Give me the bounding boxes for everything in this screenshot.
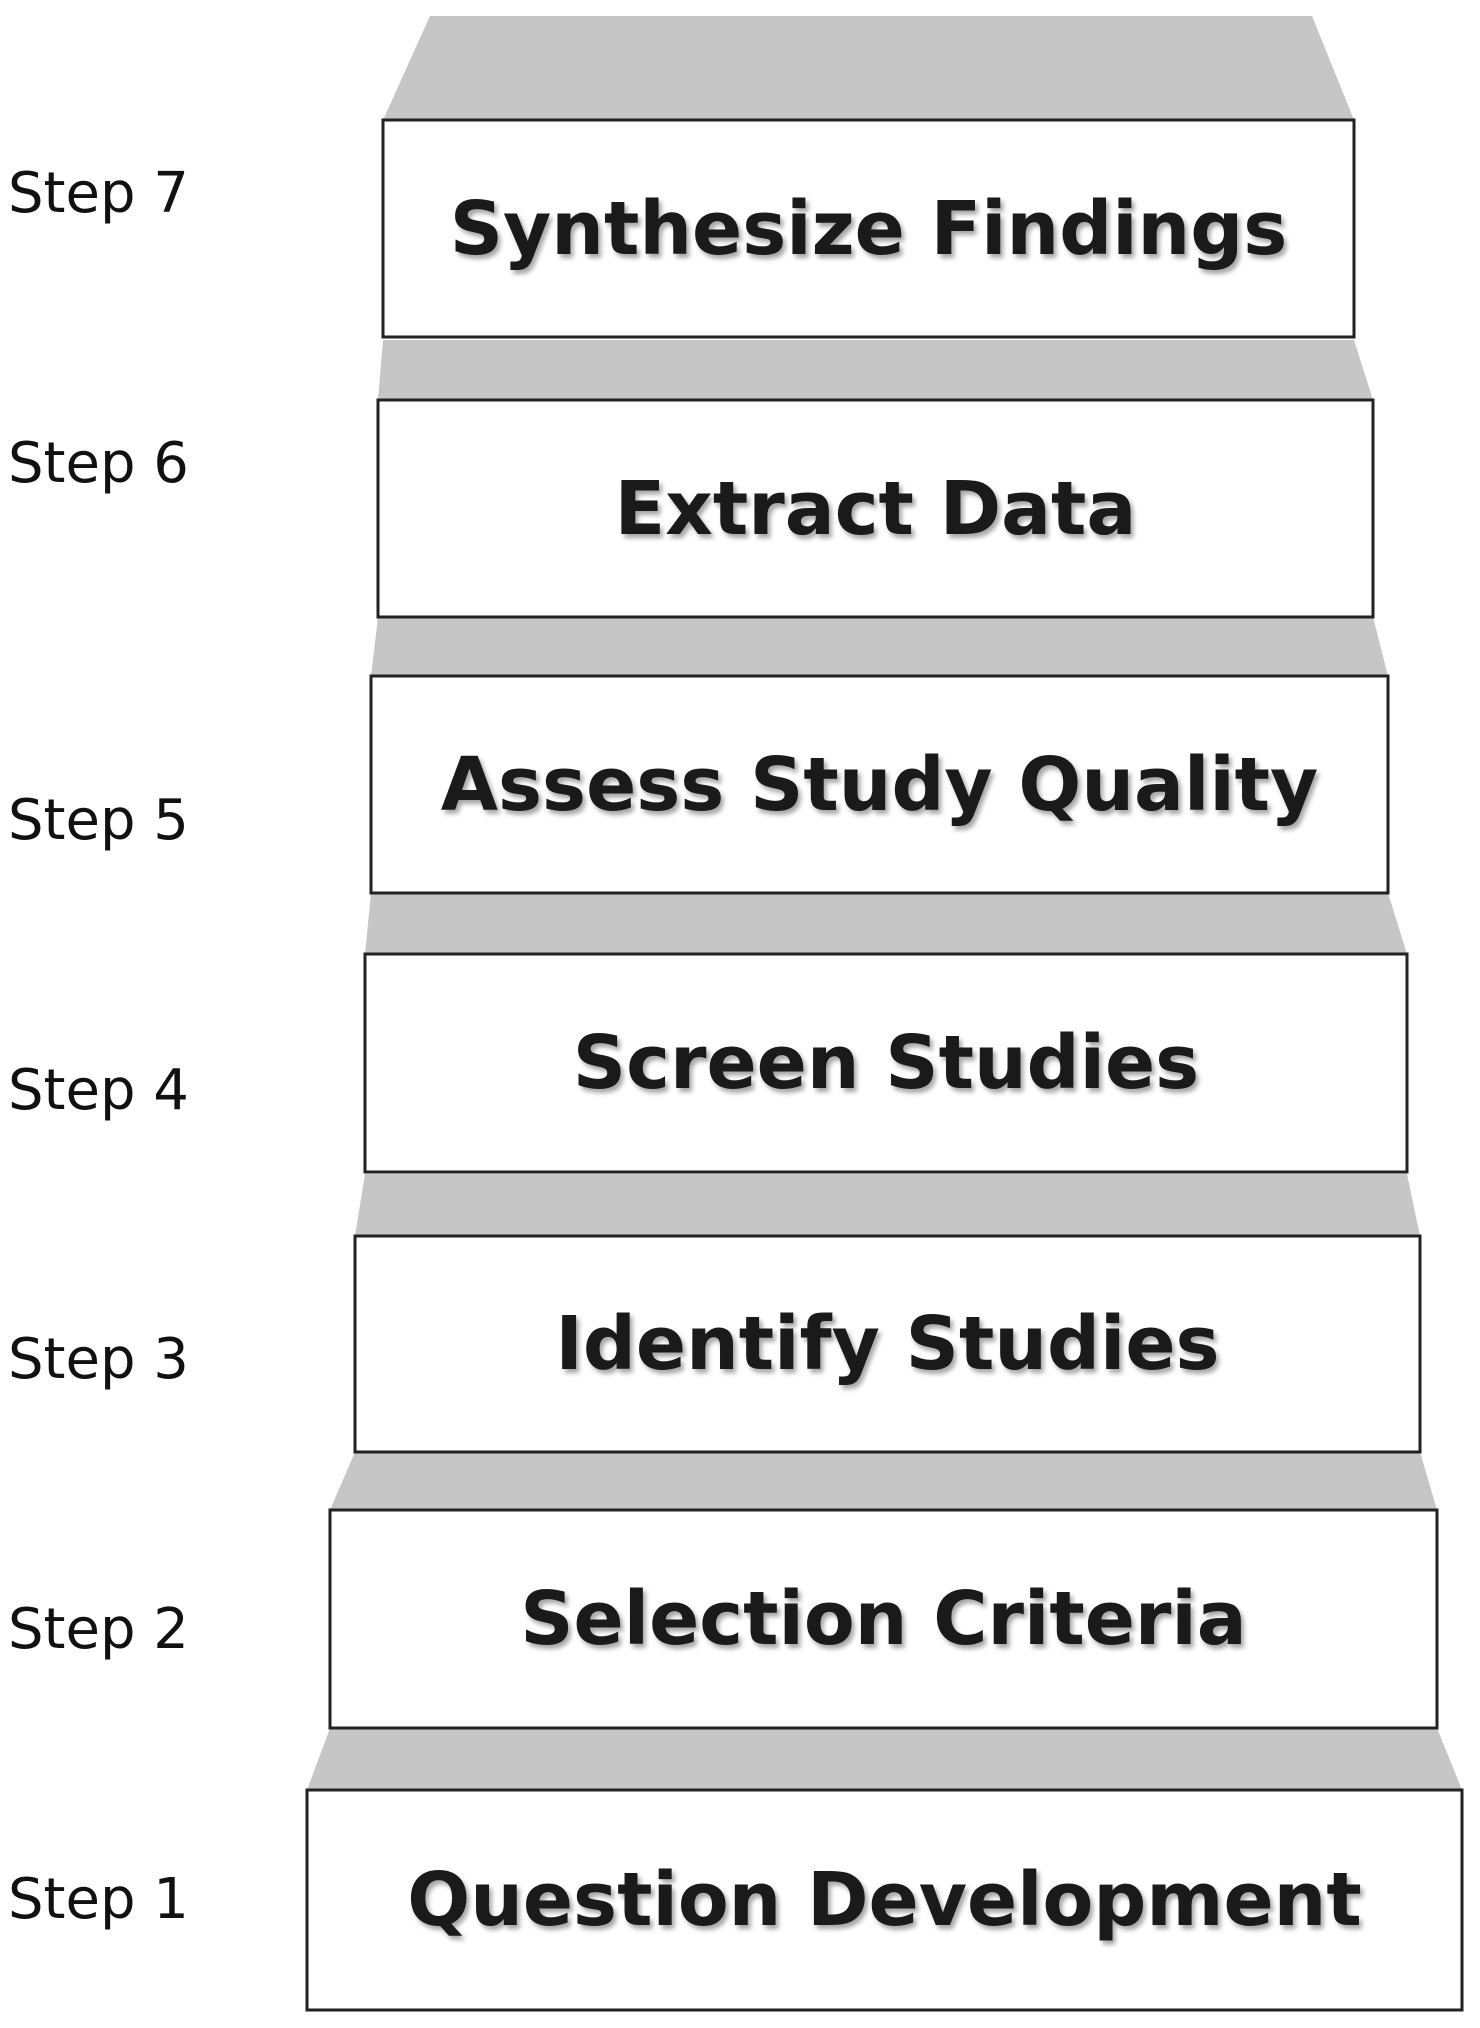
step-1-label: Step 1 xyxy=(8,1867,189,1932)
step-2-label: Step 2 xyxy=(8,1597,189,1662)
stair-tread-4 xyxy=(365,893,1407,954)
stair-tread-2 xyxy=(330,1452,1437,1510)
stair-tread-1 xyxy=(307,1728,1462,1790)
step-box-1 xyxy=(305,1788,1464,2012)
stair-tread-6 xyxy=(378,340,1373,400)
step-box-2 xyxy=(328,1508,1439,1730)
step-2-text: Selection Criteria xyxy=(520,1576,1247,1662)
step-box-6 xyxy=(376,398,1375,619)
step-box-5 xyxy=(369,674,1390,895)
step-box-3 xyxy=(353,1234,1422,1454)
step-4-label: Step 4 xyxy=(8,1058,189,1123)
stair-tread-5 xyxy=(371,617,1388,676)
step-box-4 xyxy=(363,952,1409,1174)
step-5-text: Assess Study Quality xyxy=(440,741,1319,828)
step-7-text: Synthesize Findings xyxy=(449,185,1288,272)
step-6-label: Step 6 xyxy=(8,431,189,496)
step-4-text: Screen Studies xyxy=(572,1020,1200,1106)
stair-tread-3 xyxy=(355,1174,1420,1236)
step-6-text: Extract Data xyxy=(614,465,1137,552)
step-3-text: Identify Studies xyxy=(555,1301,1220,1387)
step-5-label: Step 5 xyxy=(8,788,189,853)
stair-tread-7 xyxy=(383,16,1354,120)
step-3-label: Step 3 xyxy=(8,1327,189,1392)
step-1-text: Question Development xyxy=(407,1857,1362,1943)
step-7-label: Step 7 xyxy=(8,161,189,226)
step-box-7 xyxy=(381,118,1356,339)
